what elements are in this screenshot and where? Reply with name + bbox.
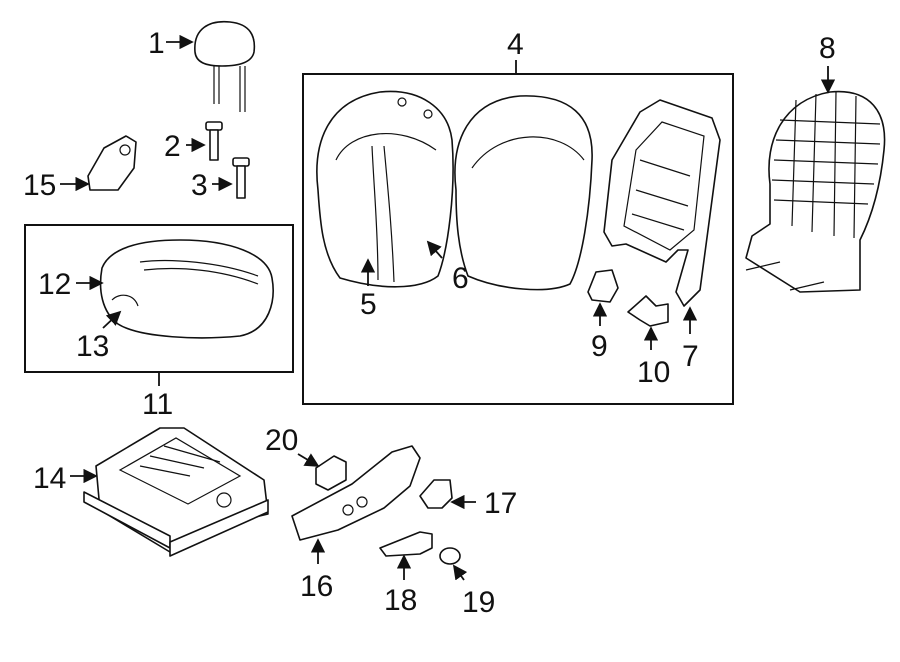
callout-5: 5 <box>360 288 377 321</box>
callout-3: 3 <box>191 169 208 202</box>
recliner-handle[interactable] <box>379 531 433 557</box>
callout-9: 9 <box>591 330 608 363</box>
seat-cushion[interactable] <box>99 239 274 339</box>
recliner-knob[interactable] <box>419 479 453 509</box>
callout-15: 15 <box>23 169 56 202</box>
headrest[interactable] <box>194 20 256 112</box>
callout-13: 13 <box>76 330 109 363</box>
callout-7: 7 <box>682 340 699 373</box>
callout-18: 18 <box>384 584 417 617</box>
callout-8: 8 <box>819 32 836 65</box>
callout-12: 12 <box>38 268 71 301</box>
callout-17: 17 <box>484 487 517 520</box>
frame-clip[interactable] <box>587 269 619 303</box>
callout-11: 11 <box>142 388 173 421</box>
callout-6: 6 <box>452 262 469 295</box>
callout-20: 20 <box>265 424 298 457</box>
seat-back-cover-rear[interactable] <box>454 95 593 291</box>
handle-cap[interactable] <box>439 547 461 565</box>
seat-cushion-frame[interactable] <box>83 427 269 557</box>
seat-back-group-box <box>302 73 734 405</box>
seat-side-shield[interactable] <box>291 445 421 541</box>
callout-1: 1 <box>148 27 165 60</box>
callout-2: 2 <box>164 130 181 163</box>
seat-back-panel[interactable] <box>745 90 886 293</box>
seat-back-frame[interactable] <box>603 99 721 307</box>
bolt-lower[interactable] <box>232 157 250 199</box>
callout-10: 10 <box>637 356 670 389</box>
callout-14: 14 <box>33 462 66 495</box>
seat-back-cover-front[interactable] <box>316 90 454 288</box>
side-trim-cover[interactable] <box>87 135 137 191</box>
frame-bracket[interactable] <box>627 295 669 327</box>
callout-16: 16 <box>300 570 333 603</box>
callout-4: 4 <box>507 28 524 61</box>
bolt-upper[interactable] <box>205 121 223 161</box>
seat-adjust-switch[interactable] <box>315 455 347 491</box>
callout-19: 19 <box>462 586 495 619</box>
